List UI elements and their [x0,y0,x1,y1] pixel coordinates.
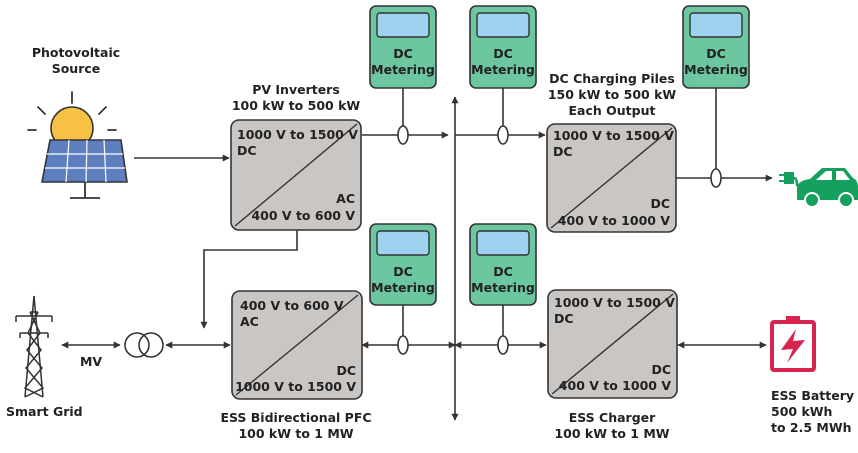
pv-inverters-label-line1: PV Inverters [252,82,340,97]
current-sensor-icon [397,125,409,145]
dc-meter-5: DC Metering [469,223,537,306]
ess-charger-label-line1: ESS Charger [569,410,656,425]
dc-charging-label-line1: DC Charging Piles [549,71,675,86]
ess-battery-label-line3: to 2.5 MWh [771,420,852,435]
connection-lines [61,88,773,421]
converter-top-voltage: 1000 V to 1500 V [237,127,358,142]
converter-bottom-type: DC [650,196,670,211]
meter-label-dc: DC [493,46,513,61]
meter-label-metering: Metering [371,280,435,295]
pv-source-label-line1: Photovoltaic [32,45,120,60]
converter-bottom-type: DC [651,362,671,377]
ess-battery-label-line2: 500 kWh [771,404,832,419]
meter-screen [476,12,530,38]
current-sensors [397,125,722,355]
converter-bottom-voltage: 1000 V to 1500 V [235,379,356,394]
dc-meter-1: DC Metering [369,5,437,89]
pv-inverter-box: 1000 V to 1500 V DC AC 400 V to 600 V [230,119,362,231]
meter-screen [376,230,430,256]
ess-pfc-box: 400 V to 600 V AC DC 1000 V to 1500 V [231,290,363,400]
current-sensor-icon [397,335,409,355]
meter-label-metering: Metering [471,62,535,77]
current-sensor-icon [497,335,509,355]
converter-bottom-voltage: 400 V to 1000 V [559,378,672,393]
converter-bottom-voltage: 400 V to 1000 V [558,213,671,228]
meter-label-metering: Metering [684,62,748,77]
dc-meter-4: DC Metering [369,223,437,306]
converter-bottom-type: AC [336,191,355,206]
converter-top-voltage: 400 V to 600 V [240,298,344,313]
converter-bottom-type: DC [336,363,356,378]
inverter-to-pfc-arrow [200,230,298,329]
dc-meter-3: DC Metering [682,5,750,89]
converter-top-type: AC [240,314,259,329]
solar-panel-icon [27,91,128,199]
meter-screen [476,230,530,256]
dc-charging-box: 1000 V to 1500 V DC DC 400 V to 1000 V [546,123,677,233]
converter-top-type: DC [554,311,574,326]
ess-pfc-label-line1: ESS Bidirectional PFC [220,410,371,425]
dc-meter-2: DC Metering [469,5,537,89]
dc-charging-label-line3: Each Output [569,103,656,118]
ess-charger-label-line2: 100 kW to 1 MW [554,426,669,441]
dc-charging-label-line2: 150 kW to 500 kW [548,87,677,102]
pv-source-label-line2: Source [52,61,101,76]
meter-label-dc: DC [493,264,513,279]
converter-top-voltage: 1000 V to 1500 V [554,295,675,310]
meter-label-metering: Metering [471,280,535,295]
meter-screen [376,12,430,38]
meter-label-dc: DC [393,46,413,61]
meter-label-dc: DC [706,46,726,61]
converter-top-type: DC [553,144,573,159]
converter-bottom-voltage: 400 V to 600 V [251,208,355,223]
meter-screen [689,12,743,38]
electric-car-icon [779,168,858,208]
meter-label-metering: Metering [371,62,435,77]
current-sensor-icon [710,168,722,188]
converter-top-voltage: 1000 V to 1500 V [553,128,674,143]
smart-grid-label: Smart Grid [6,404,83,419]
battery-icon [770,316,816,372]
ess-pfc-label-line2: 100 kW to 1 MW [238,426,353,441]
pv-inverters-label-line2: 100 kW to 500 kW [232,98,361,113]
converter-top-type: DC [237,143,257,158]
current-sensor-icon [497,125,509,145]
ess-charger-box: 1000 V to 1500 V DC DC 400 V to 1000 V [547,289,678,399]
transmission-tower-icon [15,295,53,398]
meter-label-dc: DC [393,264,413,279]
ess-battery-label-line1: ESS Battery [771,388,854,403]
transformer-icon [124,332,164,358]
mv-label: MV [80,354,102,369]
